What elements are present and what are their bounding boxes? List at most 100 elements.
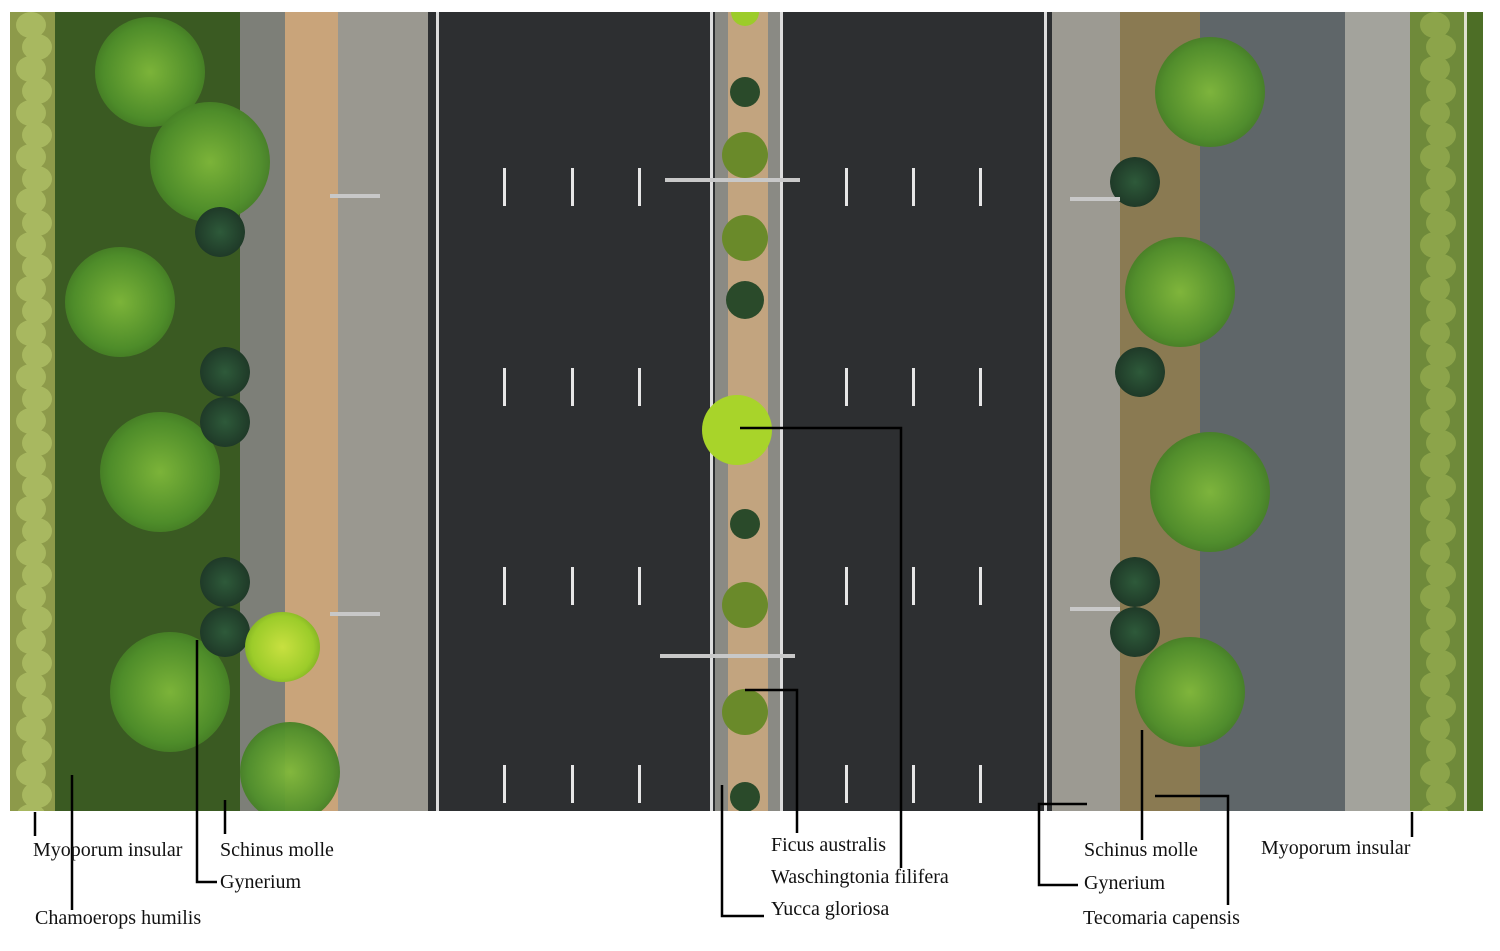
- hedge-shrub: [1426, 430, 1456, 456]
- gynerium-grass: [1115, 347, 1165, 397]
- hedge-shrub: [16, 100, 46, 126]
- hedge-shrub: [1420, 144, 1450, 170]
- hedge-shrub: [1426, 298, 1456, 324]
- hedge-shrub: [22, 738, 52, 764]
- hedge-shrub: [1420, 716, 1450, 742]
- right-lawn-edge: [1467, 12, 1483, 811]
- lane-dash: [979, 168, 982, 206]
- label-right-myoporum: Myoporum insular: [1261, 837, 1411, 859]
- streetlight: [1070, 607, 1120, 611]
- hedge-shrub: [16, 584, 46, 610]
- leader-washingtonia: [740, 426, 903, 868]
- hedge-shrub: [1426, 474, 1456, 500]
- hedge-shrub: [22, 650, 52, 676]
- hedge-shrub: [1426, 694, 1456, 720]
- hedge-shrub: [22, 298, 52, 324]
- gynerium-grass: [200, 397, 250, 447]
- lane-dash: [503, 765, 506, 803]
- gynerium-grass: [1110, 607, 1160, 657]
- road-edge-line: [436, 12, 439, 811]
- median-streetlight: [665, 178, 800, 182]
- right-sidewalk: [1052, 12, 1120, 811]
- hedge-shrub: [22, 606, 52, 632]
- hedge-shrub: [1426, 650, 1456, 676]
- hedge-shrub: [1426, 254, 1456, 280]
- label-tecomaria: Tecomaria capensis: [1083, 907, 1240, 929]
- label-left-schinus: Schinus molle: [220, 839, 334, 861]
- lane-dash: [571, 567, 574, 605]
- lane-dash: [979, 765, 982, 803]
- road-edge-line: [1044, 12, 1047, 811]
- leader-yucca: [720, 785, 764, 918]
- label-left-myoporum: Myoporum insular: [33, 839, 183, 861]
- label-right-schinus: Schinus molle: [1084, 839, 1198, 861]
- median-plant: [702, 395, 772, 465]
- lane-dash: [979, 567, 982, 605]
- label-chamaerops: Chamoerops humilis: [35, 907, 202, 929]
- hedge-shrub: [16, 716, 46, 742]
- hedge-shrub: [16, 276, 46, 302]
- hedge-shrub: [1426, 342, 1456, 368]
- hedge-shrub: [1420, 408, 1450, 434]
- hedge-shrub: [1426, 34, 1456, 60]
- aerial-plan-view: [10, 12, 1483, 811]
- hedge-shrub: [16, 12, 46, 38]
- hedge-shrub: [1426, 738, 1456, 764]
- median-plant: [722, 132, 768, 178]
- hedge-shrub: [16, 408, 46, 434]
- hedge-shrub: [1420, 672, 1450, 698]
- schinus-tree: [1125, 237, 1235, 347]
- label-ficus: Ficus australis: [771, 834, 886, 856]
- hedge-shrub: [16, 496, 46, 522]
- hedge-shrub: [22, 78, 52, 104]
- hedge-shrub: [1426, 606, 1456, 632]
- lane-dash: [503, 368, 506, 406]
- lane-dash: [845, 765, 848, 803]
- gynerium-grass: [200, 347, 250, 397]
- schinus-tree: [1150, 432, 1270, 552]
- hedge-shrub: [16, 232, 46, 258]
- hedge-shrub: [1426, 166, 1456, 192]
- lane-dash: [845, 567, 848, 605]
- hedge-shrub: [16, 56, 46, 82]
- right-paved-strip: [1345, 12, 1410, 811]
- hedge-shrub: [22, 518, 52, 544]
- hedge-shrub: [16, 540, 46, 566]
- leader-ficus: [745, 688, 799, 833]
- hedge-shrub: [1420, 276, 1450, 302]
- median-streetlight: [660, 654, 795, 658]
- left-sidewalk: [338, 12, 428, 811]
- median-plant: [722, 689, 768, 735]
- leader-left-gynerium: [195, 640, 217, 884]
- label-left-gynerium: Gynerium: [220, 871, 302, 893]
- hedge-shrub: [16, 760, 46, 786]
- schinus-tree: [1135, 637, 1245, 747]
- lane-dash: [571, 765, 574, 803]
- hedge-shrub: [1426, 78, 1456, 104]
- streetlight: [330, 612, 380, 616]
- lane-dash: [845, 168, 848, 206]
- lane-dash: [503, 567, 506, 605]
- lane-dash: [571, 168, 574, 206]
- lane-dash: [638, 765, 641, 803]
- hedge-shrub: [16, 364, 46, 390]
- hedge-shrub: [1420, 100, 1450, 126]
- hedge-shrub: [22, 474, 52, 500]
- schinus-tree: [65, 247, 175, 357]
- hedge-shrub: [1420, 320, 1450, 346]
- median-plant: [730, 509, 760, 539]
- hedge-shrub: [16, 188, 46, 214]
- label-right-gynerium: Gynerium: [1084, 872, 1166, 894]
- gynerium-grass: [200, 607, 250, 657]
- hedge-shrub: [22, 562, 52, 588]
- hedge-shrub: [22, 342, 52, 368]
- lane-dash: [912, 567, 915, 605]
- median-plant: [722, 582, 768, 628]
- gynerium-grass: [195, 207, 245, 257]
- lane-dash: [912, 368, 915, 406]
- hedge-shrub: [16, 320, 46, 346]
- lane-dash: [638, 567, 641, 605]
- hedge-shrub: [1420, 628, 1450, 654]
